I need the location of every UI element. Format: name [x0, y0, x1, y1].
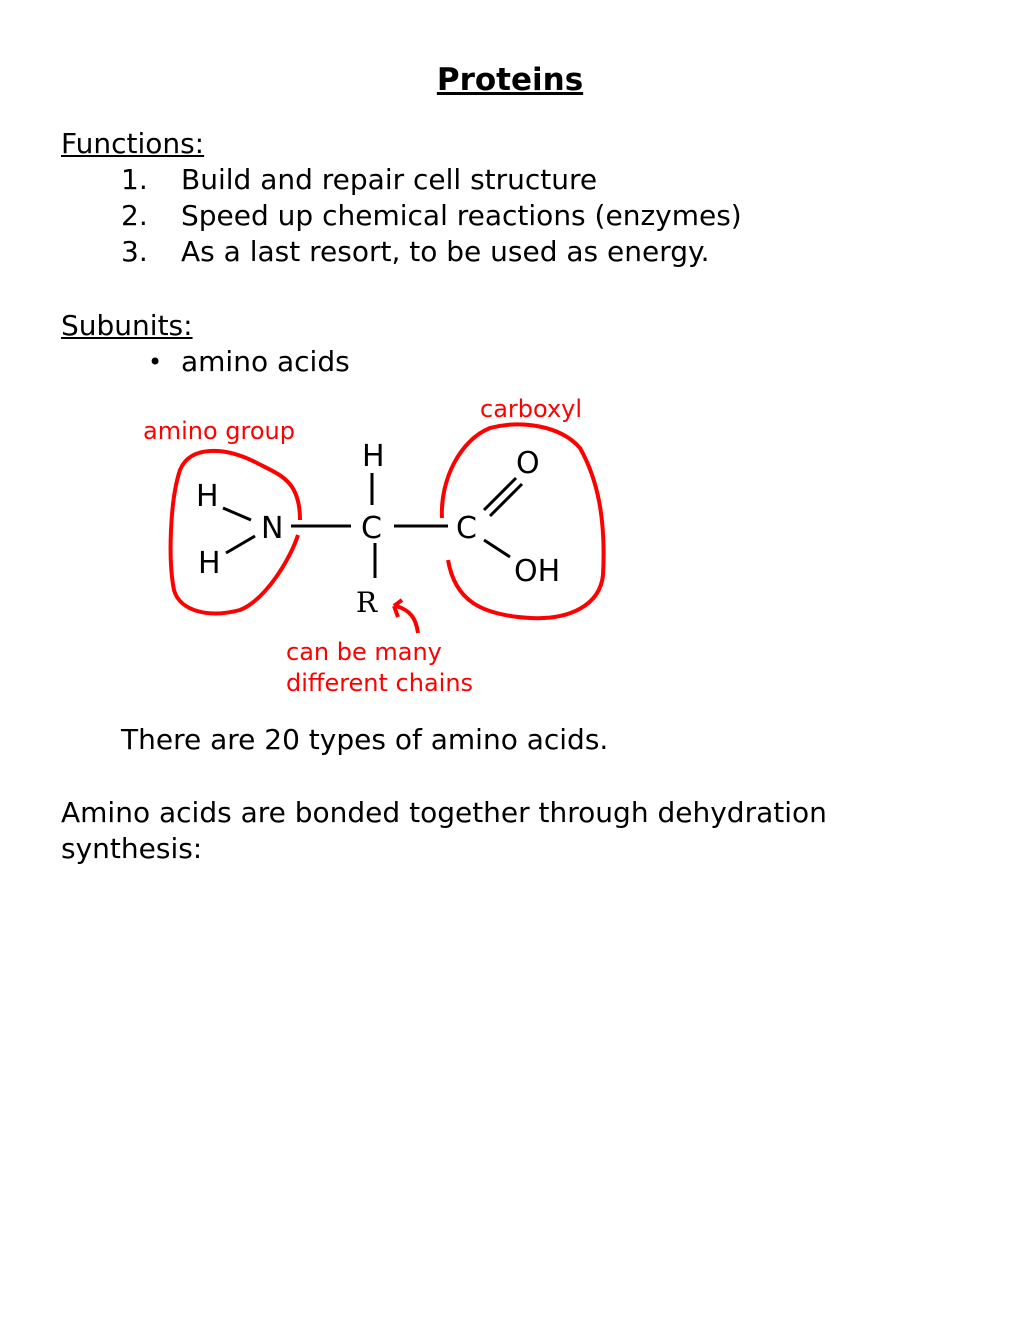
page-title: Proteins [436, 62, 584, 98]
atom-h: H [196, 479, 219, 514]
atom-c: C [456, 511, 477, 546]
functions-heading: Functions: [61, 127, 205, 160]
bonding-text: synthesis: [61, 832, 203, 865]
list-item: As a last resort, to be used as energy. [181, 235, 710, 268]
list-number: 2. [121, 199, 148, 232]
atom-c: C [361, 511, 382, 546]
list-item: Build and repair cell structure [181, 163, 598, 196]
amino-acid-types-text: There are 20 types of amino acids. [121, 723, 609, 756]
atom-oh: OH [514, 554, 560, 589]
list-number: 1. [121, 163, 148, 196]
amino-group-circle [168, 449, 302, 616]
list-number: 3. [121, 235, 148, 268]
bullet: • [148, 348, 163, 376]
atom-h: H [198, 546, 221, 581]
r-chain-label: can be many [286, 638, 442, 666]
arrow-icon [392, 598, 420, 634]
carboxyl-circle [439, 422, 606, 621]
atom-n: N [261, 511, 283, 546]
list-item: amino acids [181, 345, 350, 378]
carboxyl-label: carboxyl [480, 395, 582, 423]
atom-h: H [362, 439, 385, 474]
atom-o: O [516, 446, 540, 481]
subunits-heading: Subunits: [61, 309, 193, 342]
list-item: Speed up chemical reactions (enzymes) [181, 199, 742, 232]
amino-group-label: amino group [143, 417, 295, 445]
bonding-text: Amino acids are bonded together through … [61, 796, 827, 829]
r-chain-label: different chains [286, 669, 473, 697]
bonds [222, 473, 524, 578]
atom-r: R [356, 586, 378, 619]
